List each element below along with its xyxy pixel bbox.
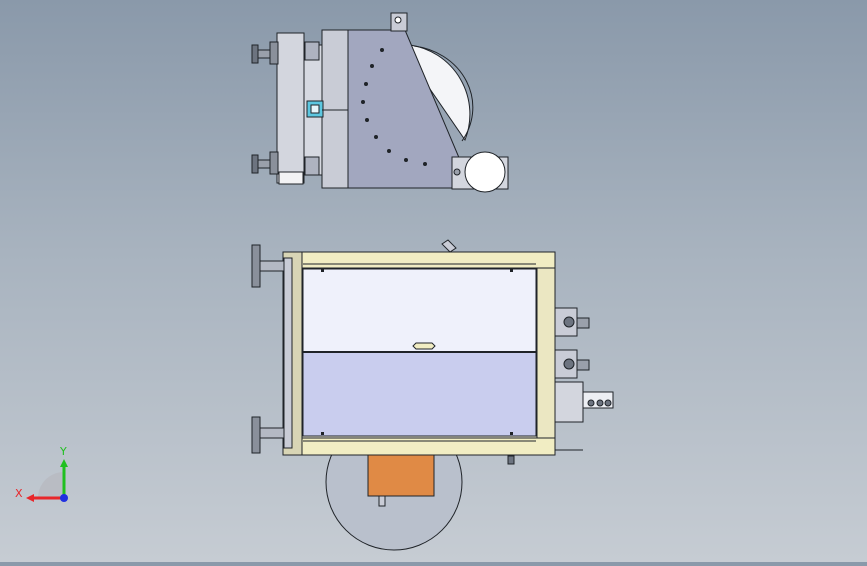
top-handle[interactable] [412,342,436,350]
triad-quadrant [38,472,64,498]
side-motor-ring [464,151,506,193]
side-disk [409,44,471,142]
top-knob-lower[interactable] [251,416,285,454]
side-disk-arc [413,45,474,142]
side-left-column-foot [278,171,304,185]
side-knob-top[interactable] [251,41,279,65]
triad-y-arrow [60,459,68,467]
side-hole-arc [361,48,427,166]
top-knob-upper[interactable] [251,244,285,288]
top-corner-marks [321,269,513,435]
side-hinge-bottom [304,156,320,176]
top-panel-lower [302,351,537,437]
triad-x-arrow [26,494,34,502]
side-slider-core [310,104,320,114]
axis-triad: X Y [15,445,68,502]
side-hinge-top [304,41,320,61]
side-top-hole [394,16,402,24]
side-motor-bolt [453,168,461,176]
triad-x-label: X [15,487,23,500]
top-plan-view[interactable] [251,239,614,551]
top-panel-upper [302,268,537,353]
triad-y-label: Y [59,445,67,458]
side-left-column [276,32,305,184]
side-knob-bottom[interactable] [251,151,279,175]
triad-z-origin [60,494,68,502]
top-tab [441,239,457,253]
top-right-gearbox [554,381,614,423]
top-motor-block [367,454,435,497]
top-left-end-strip [283,257,293,449]
top-motor-shaft [378,495,386,507]
top-right-clamp-lower[interactable] [554,349,590,379]
side-front-plate [321,29,349,189]
top-right-clamp-upper[interactable] [554,307,590,337]
top-bottom-stud [507,455,515,465]
top-right-plate [536,267,556,439]
side-elevation-view[interactable] [251,12,509,193]
